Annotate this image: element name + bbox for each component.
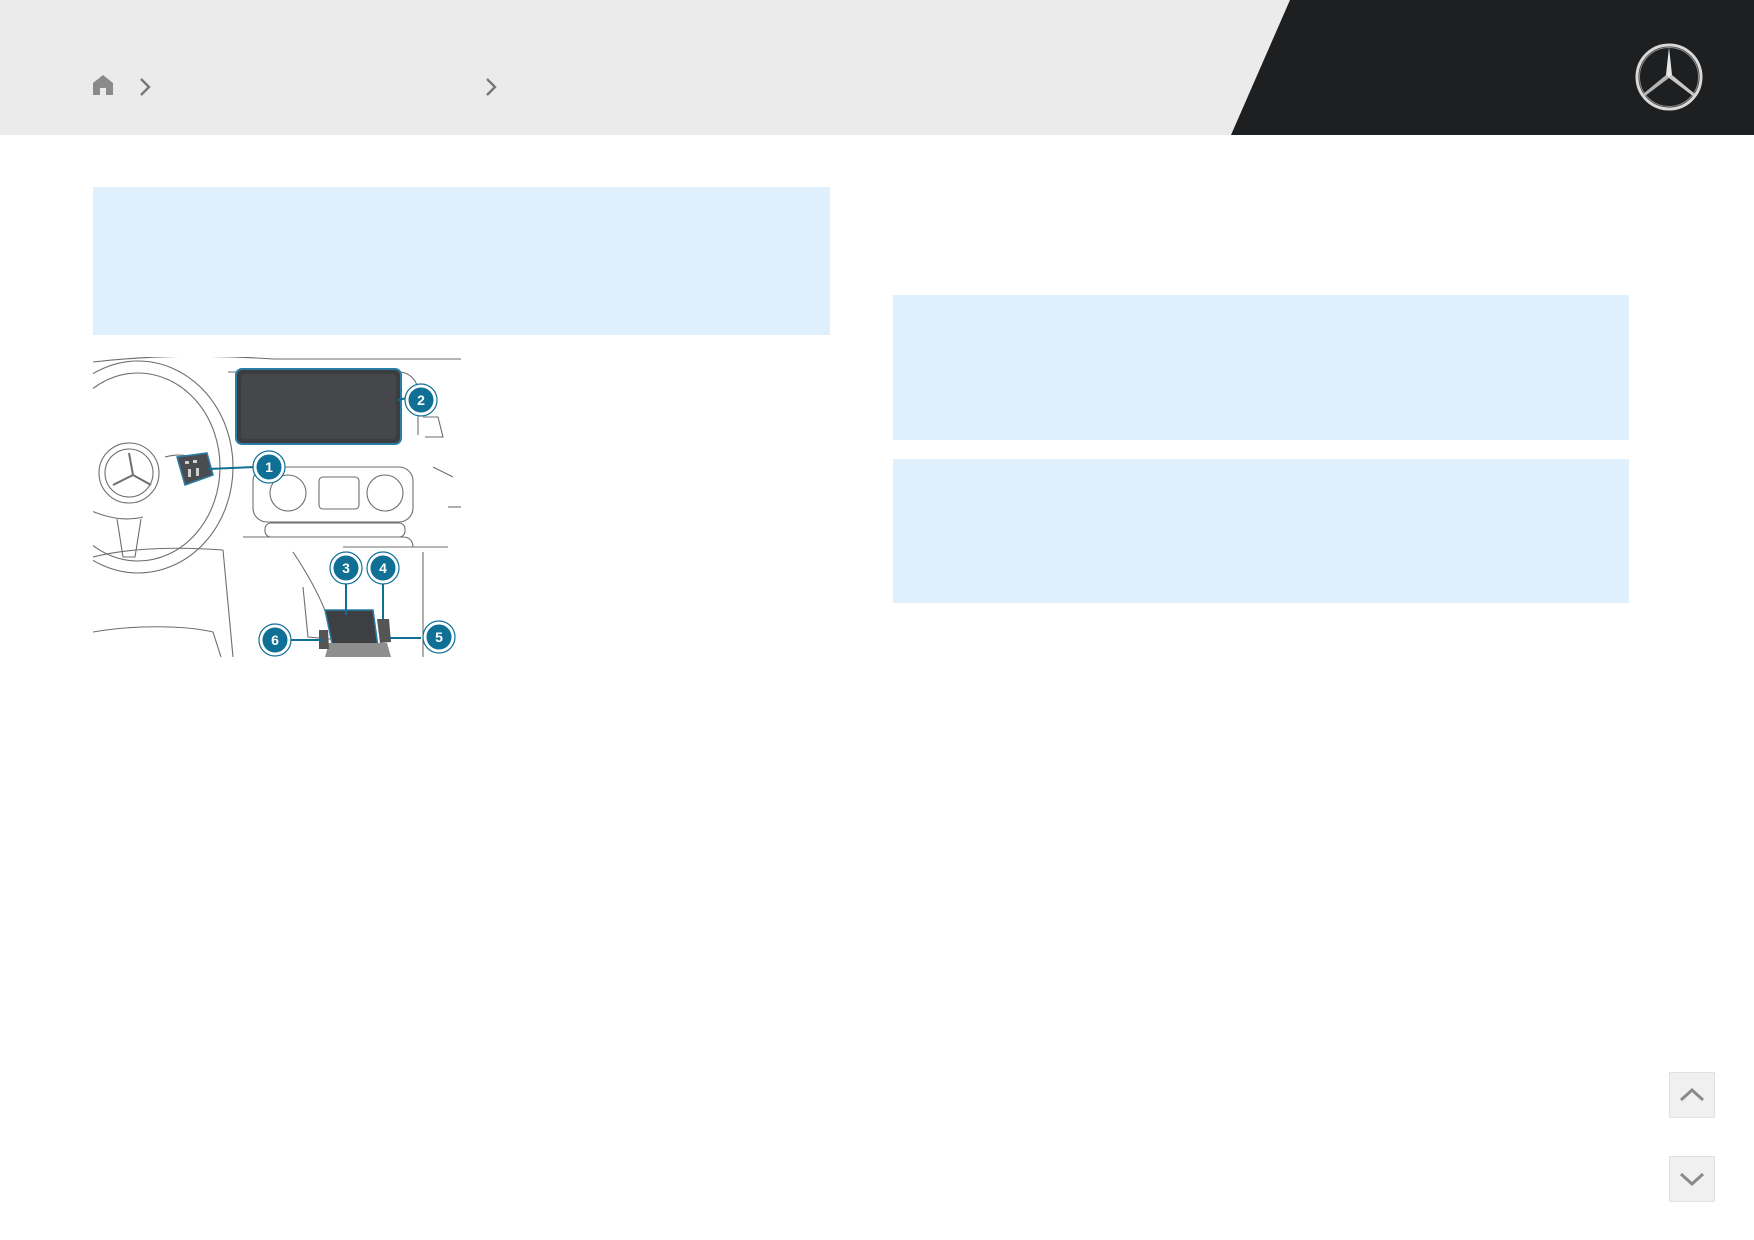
callout-1: 1 (252, 450, 286, 484)
callout-3: 3 (329, 551, 363, 585)
chevron-up-icon (1679, 1087, 1705, 1102)
callout-label: 6 (271, 632, 279, 648)
callout-label: 2 (417, 392, 425, 408)
scroll-down-button[interactable] (1669, 1156, 1715, 1202)
chevron-right-icon (140, 78, 151, 96)
info-box (893, 295, 1629, 440)
callout-5: 5 (422, 620, 456, 654)
three-pointed-star-logo (1635, 43, 1703, 111)
home-icon[interactable] (92, 74, 114, 96)
scroll-up-button[interactable] (1669, 1072, 1715, 1118)
info-box (893, 459, 1629, 603)
header-dark-panel (1231, 0, 1754, 135)
callout-label: 1 (265, 459, 273, 475)
callout-label: 3 (342, 560, 350, 576)
callout-2: 2 (404, 383, 438, 417)
info-box (93, 187, 830, 335)
cockpit-illustration: 1 2 3 4 5 6 (93, 357, 461, 657)
page-header (0, 0, 1754, 135)
callout-4: 4 (366, 551, 400, 585)
chevron-right-icon (486, 78, 497, 96)
callout-label: 5 (435, 629, 443, 645)
callout-label: 4 (379, 560, 387, 576)
chevron-down-icon (1679, 1172, 1705, 1187)
callout-6: 6 (258, 623, 292, 657)
